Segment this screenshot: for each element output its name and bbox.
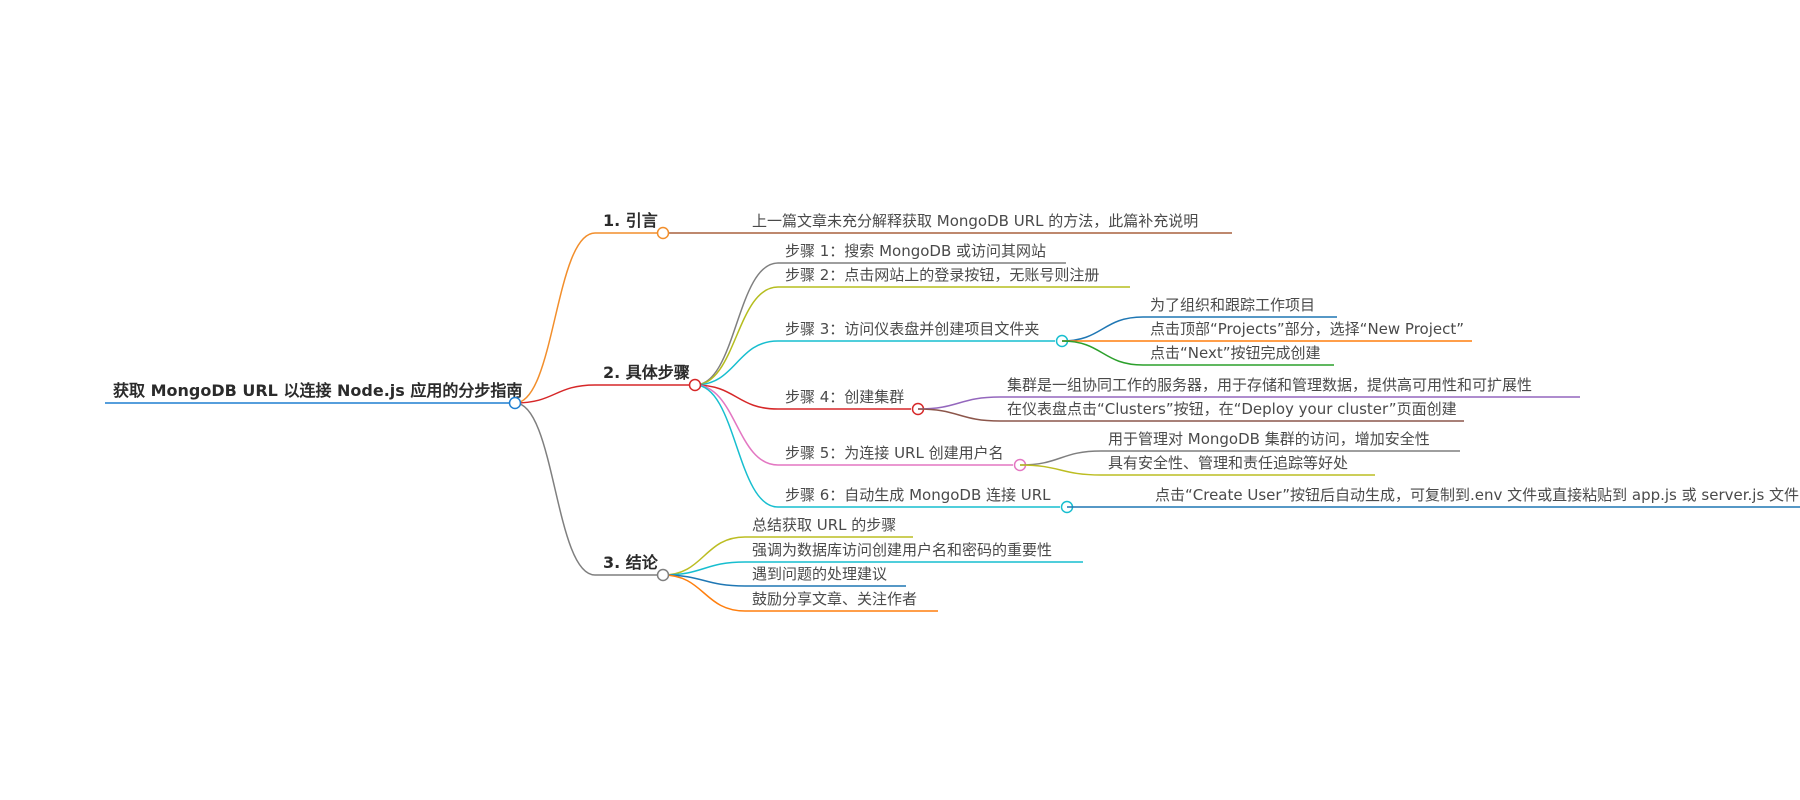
child-label: 步骤 2：点击网站上的登录按钮，无账号则注册 [785,266,1099,284]
grandchild-connector [1061,340,1144,366]
child-label: 步骤 1：搜索 MongoDB 或访问其网站 [785,242,1046,260]
grandchild-label: 用于管理对 MongoDB 集群的访问，增加安全性 [1108,430,1430,448]
grandchild-label: 集群是一组协同工作的服务器，用于存储和管理数据，提供高可用性和可扩展性 [1007,376,1532,394]
child-label: 遇到问题的处理建议 [752,565,887,583]
grandchild-connector [917,408,1001,422]
child-label: 上一篇文章未充分解释获取 MongoDB URL 的方法，此篇补充说明 [752,212,1198,230]
child-connector [694,384,779,410]
branch-title-3: 3. 结论 [603,553,659,572]
branch-title-2: 2. 具体步骤 [603,363,690,382]
child-connector [694,286,779,386]
grandchild-label: 为了组织和跟踪工作项目 [1150,296,1315,314]
root-title: 获取 MongoDB URL 以连接 Node.js 应用的分步指南 [113,381,522,400]
grandchild-label: 点击“Create User”按钮后自动生成，可复制到.env 文件或直接粘贴到… [1155,486,1799,504]
child-label: 强调为数据库访问创建用户名和密码的重要性 [752,541,1052,559]
branch-connector-3 [514,402,596,576]
root-collapse-toggle[interactable] [508,396,522,410]
child-connector [662,536,746,576]
grandchild-connector [1019,450,1102,466]
child-label: 总结获取 URL 的步骤 [752,516,896,534]
grandchild-label: 具有安全性、管理和责任追踪等好处 [1108,454,1348,472]
child-label: 步骤 3：访问仪表盘并创建项目文件夹 [785,320,1039,338]
branch-connector-1 [514,232,596,404]
branch-title-1: 1. 引言 [603,211,658,230]
child-label: 步骤 5：为连接 URL 创建用户名 [785,444,1004,462]
branch-connector-2 [514,384,596,404]
grandchild-label: 点击“Next”按钮完成创建 [1150,344,1321,362]
child-connector [694,262,779,386]
branch-collapse-toggle-3[interactable] [656,568,670,582]
grandchild-label: 点击顶部“Projects”部分，选择“New Project” [1150,320,1464,338]
branch-collapse-toggle-1[interactable] [656,226,670,240]
grandchild-connector [917,396,1001,410]
child-connector [694,340,779,386]
child-label: 鼓励分享文章、关注作者 [752,590,917,608]
grandchild-label: 在仪表盘点击“Clusters”按钮，在“Deploy your cluster… [1007,400,1457,418]
child-connector [694,384,779,508]
child-label: 步骤 4：创建集群 [785,388,904,406]
branch-collapse-toggle-2[interactable] [688,378,702,392]
child-label: 步骤 6：自动生成 MongoDB 连接 URL [785,486,1051,504]
child-connector [694,384,779,466]
child-connector [662,574,746,612]
grandchild-connector [1019,464,1102,476]
grandchild-connector [1061,316,1144,342]
